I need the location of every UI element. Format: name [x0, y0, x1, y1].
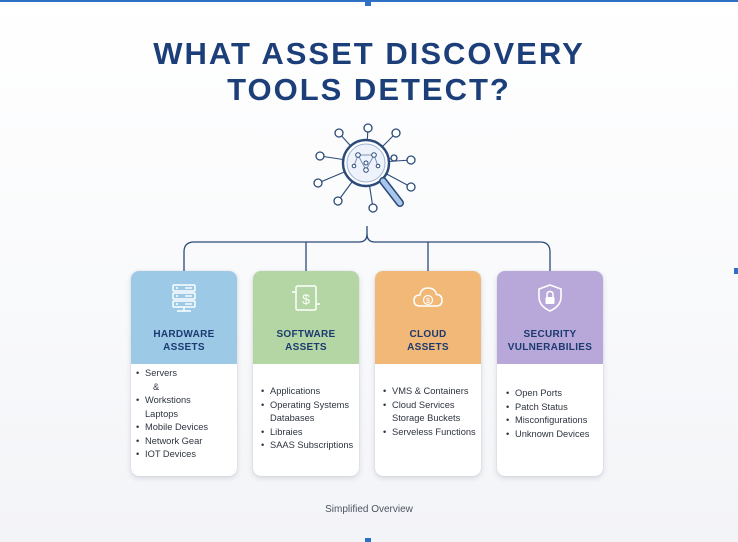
list-item: Unknown Devices — [506, 428, 601, 442]
card-header: $ CLOUD ASSETS — [375, 271, 481, 364]
card-title-line: VULNERABILIES — [507, 342, 593, 353]
list-item: Laptops — [145, 408, 179, 419]
card-title: SECURITY VULNERABILIES — [497, 328, 603, 354]
list-item: & — [153, 381, 160, 392]
card-title: CLOUD ASSETS — [375, 328, 481, 354]
shield-lock-icon — [538, 284, 562, 312]
software-document-icon: $ — [292, 285, 320, 311]
page-title: WHAT ASSET DISCOVERY TOOLS DETECT? — [0, 36, 738, 108]
list-item: Libraies — [261, 426, 357, 440]
card-cloud-assets: $ CLOUD ASSETS VMS & Containers Cloud Se… — [375, 271, 481, 476]
cloud-dollar-icon: $ — [413, 287, 443, 307]
list-item: IOT Devices — [136, 448, 235, 462]
card-title-line: HARDWARE — [153, 329, 215, 340]
footer-caption: Simplified Overview — [325, 504, 413, 515]
list-item: VMS & Containers — [383, 385, 479, 399]
connector-lines — [183, 226, 551, 272]
card-header: $ SOFTWARE ASSETS — [253, 271, 359, 364]
list-item: Patch Status — [506, 401, 601, 415]
card-header: HARDWARE ASSETS — [131, 271, 237, 364]
card-header: SECURITY VULNERABILIES — [497, 271, 603, 364]
card-software-assets: $ SOFTWARE ASSETS Applications Operating… — [253, 271, 359, 476]
card-title-line: SECURITY — [523, 329, 577, 340]
edge-marker — [365, 0, 371, 6]
server-rack-icon — [172, 284, 196, 312]
svg-text:$: $ — [426, 298, 430, 305]
list-item: Cloud Services — [383, 399, 479, 413]
card-title-line: ASSETS — [163, 342, 205, 353]
list-item: SAAS Subscriptions — [261, 439, 357, 453]
card-title: SOFTWARE ASSETS — [253, 328, 359, 354]
card-title: HARDWARE ASSETS — [131, 328, 237, 354]
list-item: Open Ports — [506, 387, 601, 401]
card-title-line: SOFTWARE — [276, 329, 336, 340]
edge-marker — [734, 268, 738, 274]
item-list: Open Ports Patch Status Misconfiguration… — [506, 387, 601, 441]
list-item: Storage Buckets — [392, 413, 461, 423]
edge-marker — [365, 538, 371, 542]
list-item: Operating Systems — [261, 399, 357, 413]
title-line-1: WHAT ASSET DISCOVERY — [153, 36, 585, 71]
item-list: VMS & Containers Cloud Services Storage … — [383, 385, 479, 439]
magnifier-network-icon — [313, 123, 416, 213]
card-title-line: ASSETS — [407, 342, 449, 353]
card-hardware-assets: HARDWARE ASSETS Servers & Workstions Lap… — [131, 271, 237, 476]
card-title-line: ASSETS — [285, 342, 327, 353]
list-item: Applications — [261, 385, 357, 399]
list-item: Network Gear — [136, 435, 235, 449]
title-line-2: TOOLS DETECT? — [227, 72, 511, 107]
card-title-line: CLOUD — [409, 329, 447, 340]
list-item: Workstions — [136, 394, 235, 408]
svg-text:$: $ — [302, 291, 310, 307]
card-security-vulnerabilities: SECURITY VULNERABILIES Open Ports Patch … — [497, 271, 603, 476]
list-item: Databases — [270, 413, 315, 423]
list-item: Servers — [136, 367, 235, 381]
item-list: Applications Operating Systems Databases… — [261, 385, 357, 453]
list-item: Serveless Functions — [383, 426, 479, 440]
list-item: Misconfigurations — [506, 414, 601, 428]
list-item: Mobile Devices — [136, 421, 235, 435]
item-list: Servers & Workstions Laptops Mobile Devi… — [136, 367, 235, 462]
